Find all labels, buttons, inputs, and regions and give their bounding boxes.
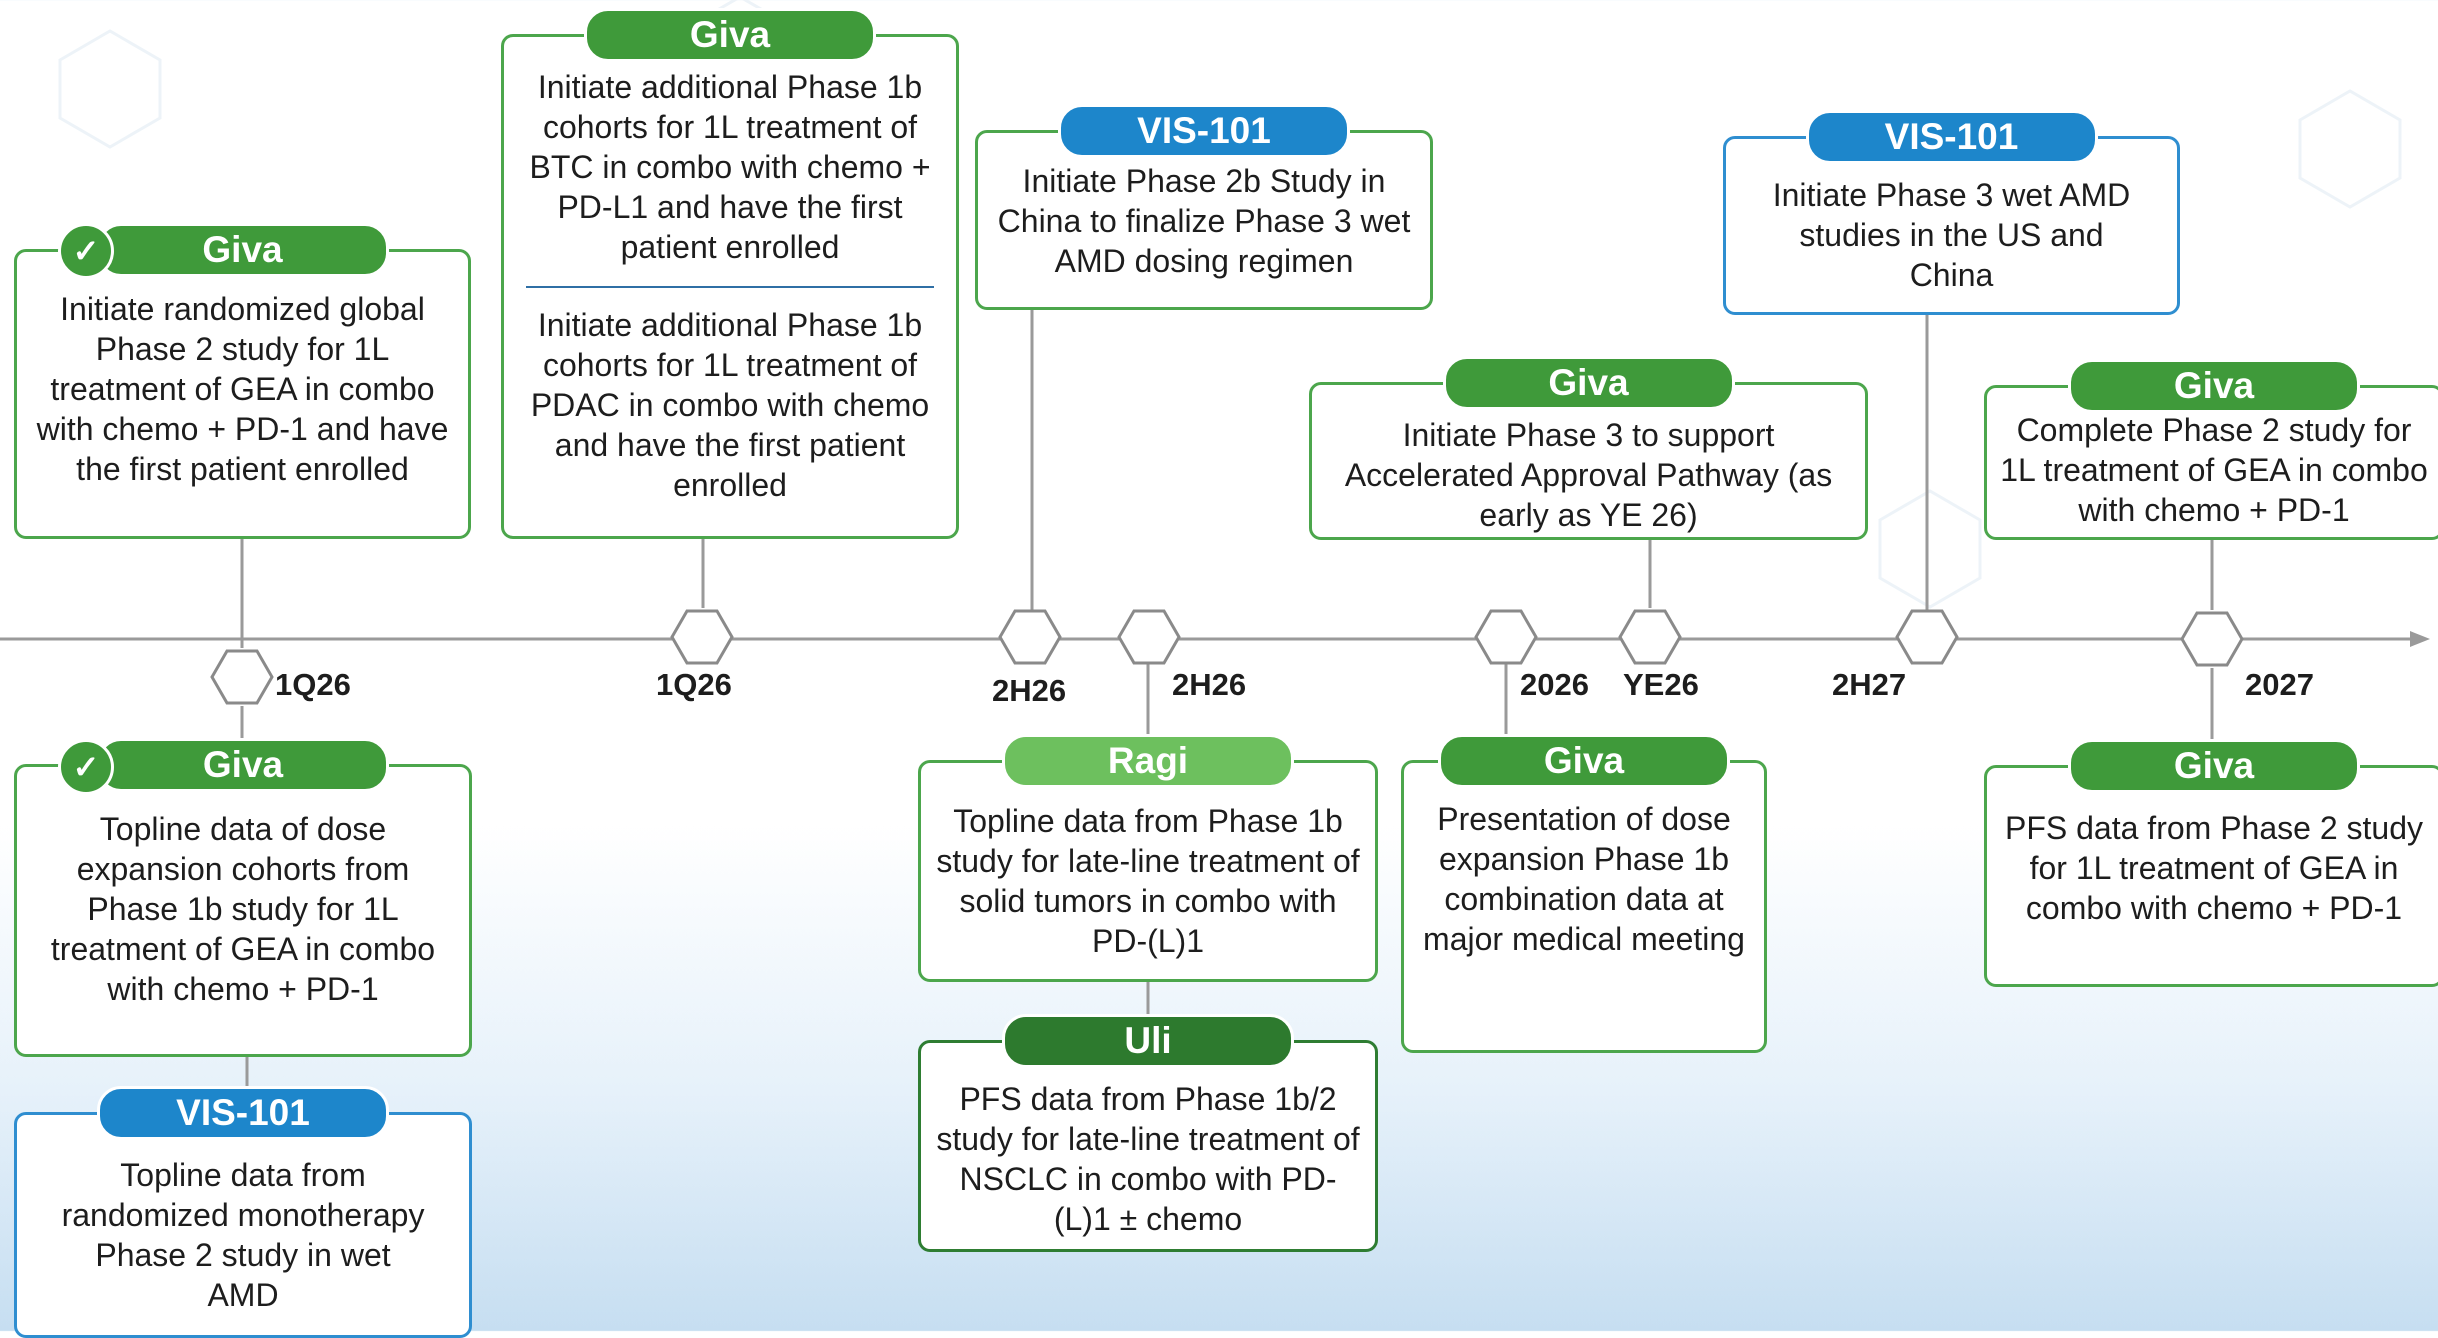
timeline-label: YE26: [1623, 667, 1699, 702]
program-tag: Giva: [2068, 359, 2360, 413]
timeline-label: 2H26: [1172, 667, 1247, 702]
timeline-label: 1Q26: [656, 667, 732, 702]
milestone-text: Topline data from Phase 1b study for lat…: [936, 803, 1360, 959]
program-tag: Giva: [96, 223, 389, 277]
program-tag: Giva: [1438, 734, 1730, 788]
milestone-text: PFS data from Phase 2 study for 1L treat…: [2005, 810, 2423, 926]
milestone-text: PFS data from Phase 1b/2 study for late-…: [936, 1081, 1360, 1237]
milestone-card: VIS-101 Topline data from randomized mon…: [14, 1086, 472, 1338]
milestone-text: Topline data from randomized monotherapy…: [61, 1157, 425, 1313]
milestone-text: Initiate Phase 2b Study in China to fina…: [997, 163, 1411, 279]
milestone-card: Uli PFS data from Phase 1b/2 study for l…: [918, 1014, 1378, 1252]
program-tag: VIS-101: [1805, 110, 2098, 164]
milestone-hexagon: [1895, 609, 1959, 665]
milestone-hexagon: [1117, 609, 1181, 665]
milestone-text: Initiate additional Phase 1b cohorts for…: [530, 307, 930, 503]
milestone-text: Initiate additional Phase 1b cohorts for…: [529, 69, 931, 265]
milestone-text: Initiate Phase 3 wet AMD studies in the …: [1772, 177, 2131, 293]
milestone-hexagon: [1618, 609, 1682, 665]
divider: [526, 286, 934, 288]
program-tag: Uli: [1002, 1014, 1294, 1068]
milestone-card: Giva Initiate Phase 3 to support Acceler…: [1309, 356, 1868, 540]
milestone-text: Complete Phase 2 study for 1L treatment …: [2000, 412, 2428, 528]
milestone-hexagon: [2180, 611, 2244, 667]
program-tag: Ragi: [1002, 734, 1294, 788]
milestone-markers: [210, 609, 2244, 705]
program-tag: Giva: [584, 8, 876, 62]
check-icon: ✓: [58, 223, 114, 279]
program-tag: Giva: [97, 738, 389, 792]
milestone-card: Giva Presentation of dose expansion Phas…: [1401, 734, 1767, 1053]
timeline-arrowhead: [2410, 631, 2430, 647]
milestone-card: Giva Topline data of dose expansion coho…: [14, 738, 472, 1057]
milestone-text: Initiate randomized global Phase 2 study…: [36, 291, 449, 487]
connector-lines: [240, 310, 2214, 1112]
milestone-hexagon: [210, 649, 274, 705]
milestone-card: Giva Initiate additional Phase 1b cohort…: [501, 8, 959, 539]
milestone-hexagon: [1474, 609, 1538, 665]
milestone-card: Giva PFS data from Phase 2 study for 1L …: [1984, 739, 2438, 987]
timeline-label: 2026: [1520, 667, 1589, 702]
milestone-card: Giva Initiate randomized global Phase 2 …: [14, 223, 471, 539]
milestone-text: Initiate Phase 3 to support Accelerated …: [1344, 417, 1833, 533]
milestone-card: VIS-101 Initiate Phase 2b Study in China…: [975, 104, 1433, 310]
milestone-text: Presentation of dose expansion Phase 1b …: [1423, 801, 1745, 957]
program-tag: Giva: [2068, 739, 2360, 793]
milestone-card: VIS-101 Initiate Phase 3 wet AMD studies…: [1723, 110, 2180, 315]
milestone-hexagon: [998, 609, 1062, 665]
milestone-text: Topline data of dose expansion cohorts f…: [50, 811, 436, 1007]
timeline-label: 2H26: [992, 673, 1067, 708]
program-tag: Giva: [1442, 356, 1735, 410]
program-tag: VIS-101: [1058, 104, 1350, 158]
milestone-hexagon: [670, 609, 734, 665]
timeline-label: 2027: [2245, 667, 2314, 702]
program-tag: VIS-101: [97, 1086, 389, 1140]
milestone-card: Giva Complete Phase 2 study for 1L treat…: [1984, 359, 2438, 540]
timeline-label: 1Q26: [275, 667, 351, 702]
check-icon: ✓: [58, 739, 114, 795]
timeline-label: 2H27: [1832, 667, 1907, 702]
milestone-card: Ragi Topline data from Phase 1b study fo…: [918, 734, 1378, 982]
